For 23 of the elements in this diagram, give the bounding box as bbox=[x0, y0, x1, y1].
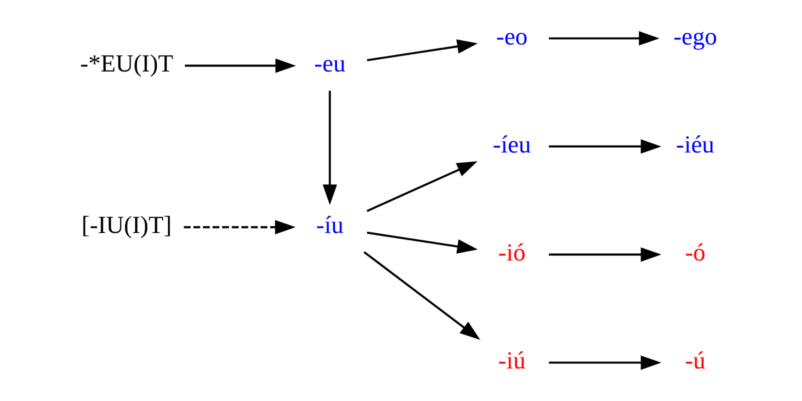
arrow bbox=[322, 90, 338, 206]
node-text: -*EU(I)T bbox=[80, 50, 174, 78]
arrow bbox=[184, 220, 296, 234]
arrow bbox=[548, 355, 662, 370]
node-text: -iú bbox=[498, 348, 526, 375]
node-text: -ió bbox=[498, 240, 526, 267]
arrow bbox=[184, 58, 296, 73]
node-text: -iéu bbox=[676, 131, 714, 158]
arrow bbox=[366, 161, 478, 212]
arrow bbox=[366, 39, 478, 62]
node-text: -íu bbox=[316, 212, 344, 240]
arrow bbox=[366, 232, 478, 254]
arrow bbox=[548, 247, 662, 262]
arrow bbox=[548, 31, 660, 46]
node-text: [-IU(I)T] bbox=[82, 212, 172, 240]
arrow bbox=[548, 139, 662, 154]
arrow bbox=[363, 251, 480, 340]
node-text: -ú bbox=[684, 348, 706, 375]
node-text: -íeu bbox=[492, 131, 531, 158]
node-text: -eu bbox=[314, 50, 346, 78]
node-text: -eo bbox=[496, 23, 528, 50]
node-text: -ego bbox=[673, 23, 718, 50]
node-text: -ó bbox=[684, 240, 706, 267]
